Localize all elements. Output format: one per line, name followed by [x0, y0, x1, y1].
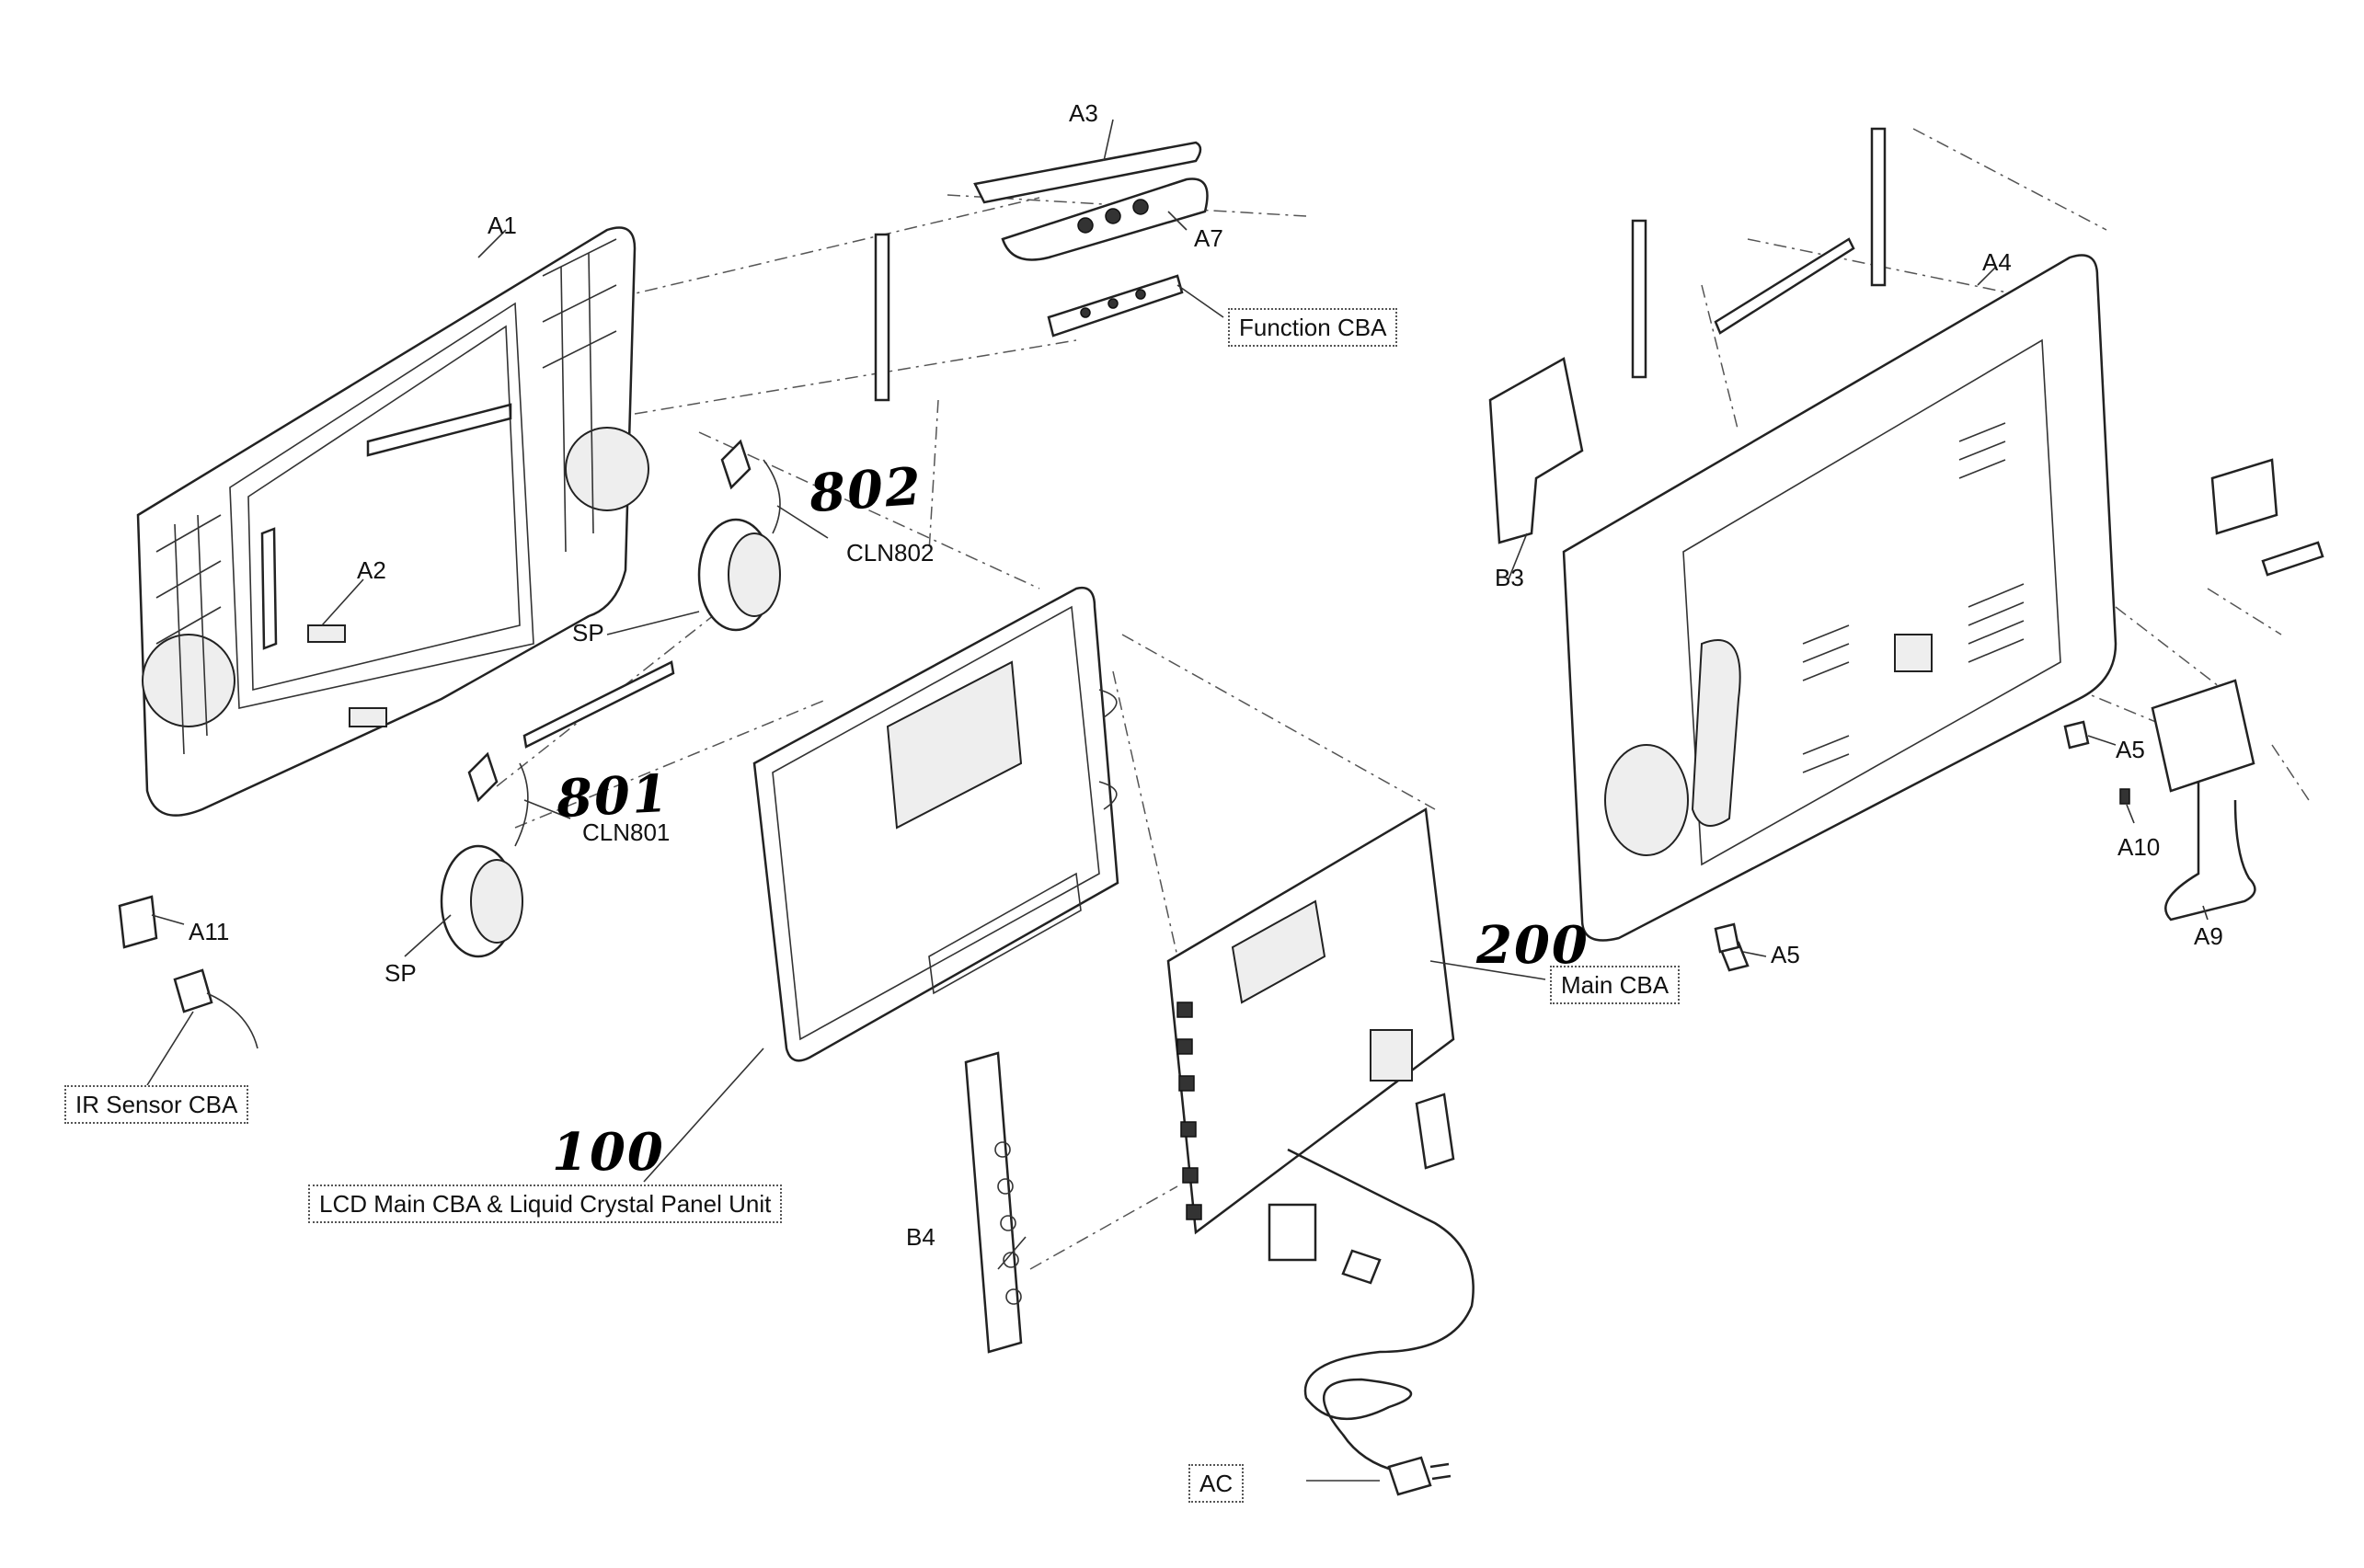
label-a10: A10	[2117, 833, 2161, 861]
label-b3: B3	[1495, 564, 1524, 591]
strip-rear-b	[1870, 127, 1887, 287]
ac-cord	[1287, 1148, 1475, 1496]
part-a10	[2119, 788, 2130, 805]
strip-rear-a	[1631, 219, 1647, 379]
label-a3: A3	[1069, 99, 1098, 127]
function-bezel-a3-a7	[973, 141, 1224, 338]
handwritten-802: 802	[807, 455, 925, 525]
label-a5-lower: A5	[1771, 941, 1800, 968]
handwritten-801: 801	[555, 762, 671, 830]
label-a1: A1	[488, 212, 517, 239]
lcd-panel-unit	[752, 586, 1119, 1062]
label-ac: AC	[1188, 1464, 1245, 1503]
label-function-cba: Function CBA	[1228, 308, 1398, 347]
label-sp-bottom: SP	[384, 959, 417, 987]
part-a5-upper	[2063, 720, 2090, 750]
label-a5-upper: A5	[2116, 736, 2145, 763]
leader-lines	[146, 119, 2209, 1482]
label-cln802: CLN802	[846, 539, 935, 567]
part-a5-lower	[1714, 922, 1740, 954]
label-a11: A11	[189, 918, 230, 945]
bracket-b3	[1488, 357, 1584, 544]
label-main-cba: Main CBA	[1550, 966, 1681, 1004]
label-sp-top: SP	[572, 619, 604, 647]
label-a9: A9	[2194, 922, 2223, 950]
strip-rear-c	[1714, 237, 1855, 335]
label-lcd-main-cba: LCD Main CBA & Liquid Crystal Panel Unit	[308, 1185, 783, 1223]
handwritten-100: 100	[552, 1122, 665, 1183]
label-a2: A2	[357, 556, 386, 584]
label-b4: B4	[906, 1223, 935, 1251]
strip-a1-upper	[874, 233, 890, 402]
speaker-bottom	[440, 751, 529, 958]
label-a7: A7	[1194, 224, 1223, 252]
rear-cabinet-a4	[1562, 254, 2117, 972]
stand-a9	[2151, 458, 2324, 921]
bracket-b4	[964, 1051, 1023, 1354]
handwritten-200: 200	[1476, 915, 1589, 976]
label-cln801: CLN801	[582, 818, 671, 846]
label-ir-sensor-cba: IR Sensor CBA	[64, 1085, 249, 1124]
strip-a1-lower	[522, 660, 675, 749]
ir-sensor-parts	[118, 895, 258, 1049]
front-cabinet-a1	[136, 226, 649, 817]
main-cba-board	[1166, 807, 1455, 1285]
label-a4: A4	[1982, 248, 2012, 276]
speaker-top	[697, 439, 781, 632]
